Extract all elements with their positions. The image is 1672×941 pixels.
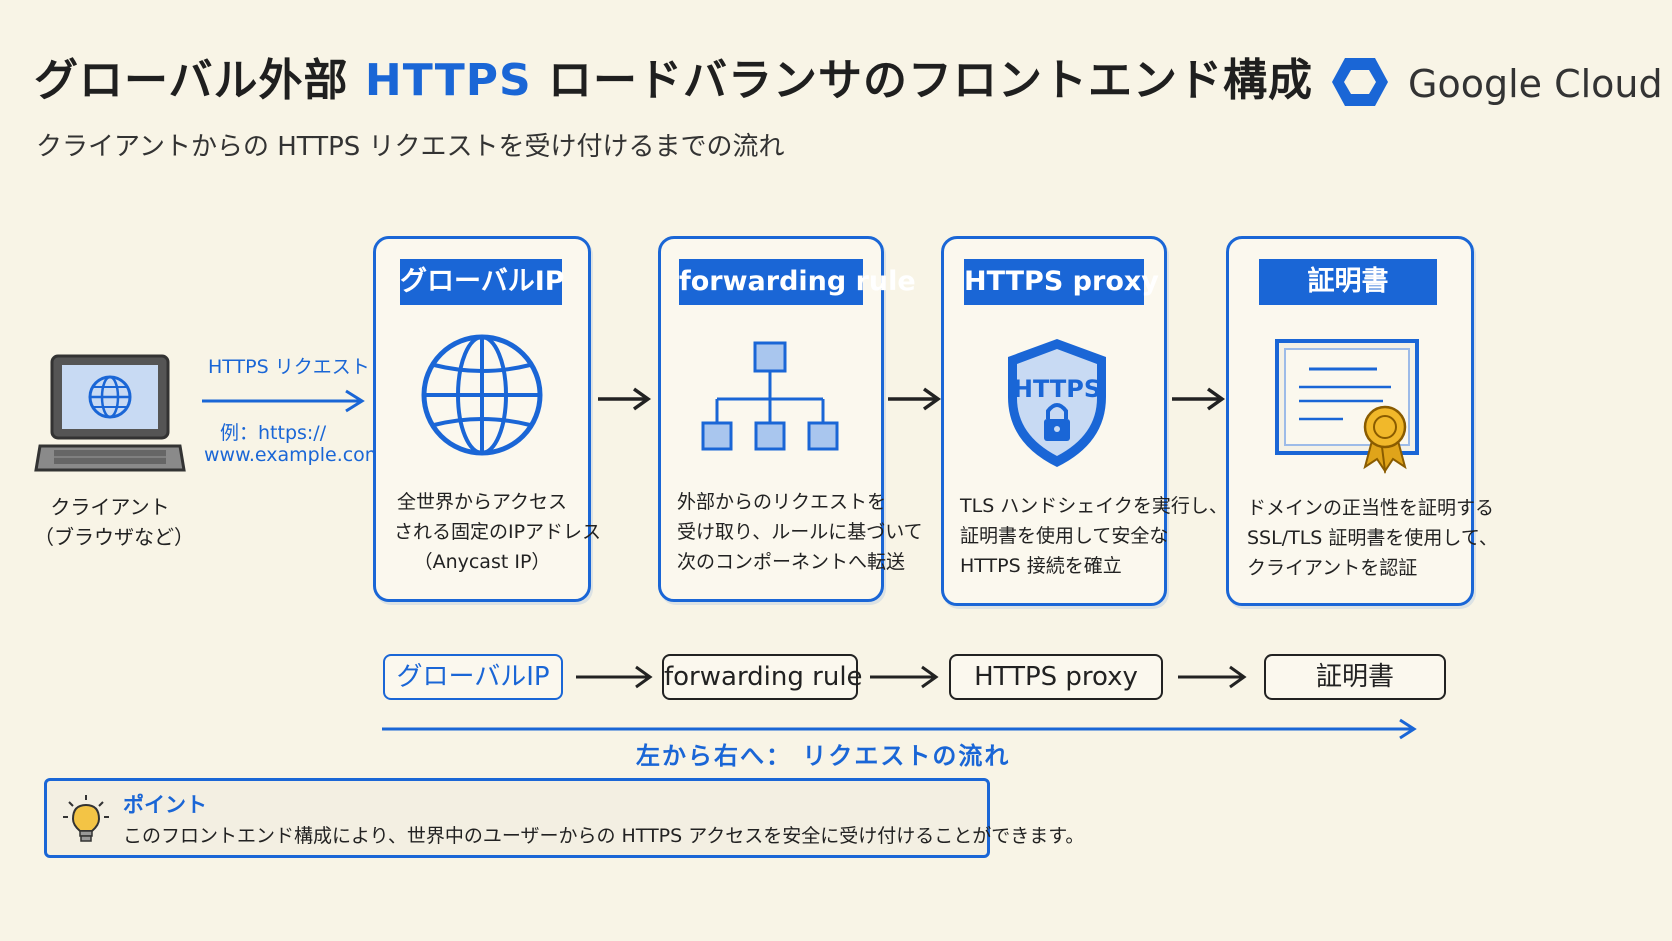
card-desc: 外部からのリクエストを 受け取り、ルールに基づいて 次のコンポーネントへ転送 bbox=[677, 487, 923, 577]
request-example-line1: 例：https:// bbox=[220, 422, 327, 444]
flow-chip-certificate: 証明書 bbox=[1264, 654, 1446, 700]
card-label: HTTPS proxy bbox=[964, 259, 1159, 305]
note-text: このフロントエンド構成により、世界中のユーザーからの HTTPS アクセスを安全… bbox=[123, 825, 1085, 847]
note-title: ポイント bbox=[123, 793, 207, 817]
request-label: HTTPS リクエスト bbox=[208, 356, 370, 378]
arrow-right-icon bbox=[888, 387, 942, 411]
title-highlight: HTTPS bbox=[364, 55, 532, 106]
certificate-icon bbox=[1273, 335, 1433, 479]
page-subtitle: クライアントからの HTTPS リクエストを受け付けるまでの流れ bbox=[36, 132, 785, 162]
globe-icon bbox=[416, 329, 548, 465]
arrow-right-icon bbox=[870, 665, 939, 689]
card-desc-line: される固定のIPアドレス bbox=[394, 521, 602, 543]
card-label: グローバルIP bbox=[400, 259, 565, 305]
client-label: クライアント （ブラウザなど） bbox=[34, 492, 194, 552]
card-desc-line: （Anycast IP） bbox=[413, 551, 551, 573]
card-desc-line: HTTPS 接続を確立 bbox=[960, 555, 1122, 577]
card-label: 証明書 bbox=[1259, 259, 1437, 305]
card-forwarding-rule: forwarding rule 外部からのリクエストを 受け取り、ルールに基づい… bbox=[658, 236, 923, 602]
card-desc: ドメインの正当性を証明する SSL/TLS 証明書を使用して、 クライアントを認… bbox=[1247, 493, 1498, 583]
card-desc: 全世界からアクセス される固定のIPアドレス （Anycast IP） bbox=[394, 487, 602, 577]
shield-text: HTTPS bbox=[1013, 375, 1101, 403]
arrow-right-icon bbox=[1172, 387, 1226, 411]
flow-chip-forwarding-rule: forwarding rule bbox=[662, 654, 863, 700]
card-desc-line: SSL/TLS 証明書を使用して、 bbox=[1247, 527, 1498, 549]
card-desc-line: クライアントを認証 bbox=[1247, 557, 1418, 579]
https-shield-icon: HTTPS bbox=[1002, 335, 1112, 475]
card-https-proxy: HTTPS proxy HTTPS TLS ハンドシェイクを実行し、 証明書を使… bbox=[941, 236, 1228, 606]
brand-name: Google Cloud bbox=[1408, 62, 1663, 106]
title-pre: グローバル外部 bbox=[34, 55, 365, 106]
card-desc-line: 外部からのリクエストを bbox=[677, 491, 887, 513]
arrow-right-icon bbox=[598, 387, 652, 411]
hexagon-logo-icon bbox=[1330, 54, 1390, 114]
client-label-line1: クライアント bbox=[50, 495, 170, 519]
title-post: ロードバランサのフロントエンド構成 bbox=[531, 55, 1314, 106]
flow-label: 左から右へ： リクエストの流れ bbox=[636, 742, 1011, 770]
network-tree-icon bbox=[697, 339, 845, 463]
card-desc-line: TLS ハンドシェイクを実行し、 bbox=[960, 495, 1228, 517]
flow-chip-global-ip: グローバルIP bbox=[383, 654, 563, 700]
brand: Google Cloud bbox=[1330, 54, 1663, 114]
note-box: ポイント このフロントエンド構成により、世界中のユーザーからの HTTPS アク… bbox=[44, 778, 1084, 858]
request-example-line2: www.example.com bbox=[204, 444, 384, 466]
arrow-right-icon bbox=[576, 665, 653, 689]
page-title: グローバル外部 HTTPS ロードバランサのフロントエンド構成 bbox=[34, 44, 1313, 108]
card-global-ip: グローバルIP 全世界からアクセス される固定のIPアドレス （Anycast … bbox=[373, 236, 602, 602]
card-certificate: 証明書 ドメインの正当性を証明する SSL/TLS 証明書を使用して、 クライア… bbox=[1226, 236, 1498, 606]
card-desc-line: 全世界からアクセス bbox=[396, 491, 568, 513]
request-arrow bbox=[202, 389, 365, 413]
card-desc: TLS ハンドシェイクを実行し、 証明書を使用して安全な HTTPS 接続を確立 bbox=[960, 491, 1228, 581]
flow-direction-arrow bbox=[382, 718, 1417, 740]
client-label-line2: （ブラウザなど） bbox=[34, 525, 194, 549]
arrow-right-icon bbox=[1178, 665, 1247, 689]
lightbulb-icon bbox=[61, 793, 111, 849]
card-desc-line: 証明書を使用して安全な bbox=[960, 525, 1169, 547]
card-desc-line: 受け取り、ルールに基づいて bbox=[677, 521, 923, 543]
laptop-icon bbox=[34, 352, 186, 482]
flow-chip-https-proxy: HTTPS proxy bbox=[949, 654, 1163, 700]
card-desc-line: 次のコンポーネントへ転送 bbox=[677, 551, 906, 573]
card-desc-line: ドメインの正当性を証明する bbox=[1247, 497, 1495, 519]
card-label: forwarding rule bbox=[679, 259, 916, 305]
